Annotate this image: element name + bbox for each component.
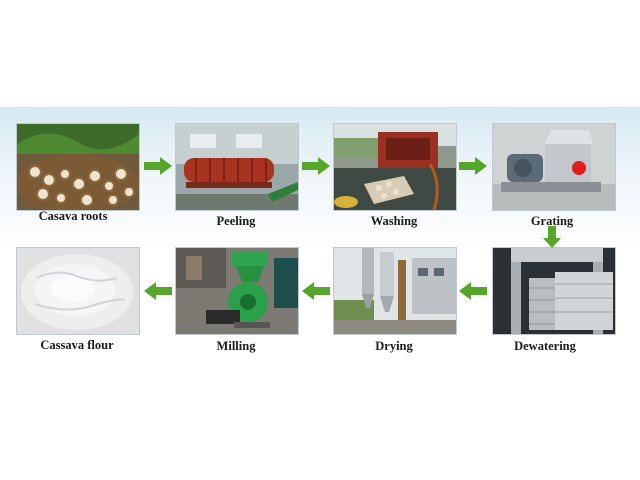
grating-photo <box>492 123 616 211</box>
step-label-peeling: Peeling <box>166 214 306 229</box>
arrow-left-icon <box>302 282 330 300</box>
dewatering-photo <box>492 247 616 335</box>
arrow-right-icon <box>459 157 487 175</box>
step-label-milling: Milling <box>166 339 306 354</box>
milling-photo <box>175 247 299 335</box>
step-label-cassava-flour: Cassava flour <box>7 338 147 353</box>
step-label-drying: Drying <box>324 339 464 354</box>
arrow-left-icon <box>144 282 172 300</box>
peeling-photo <box>175 123 299 211</box>
drying-photo <box>333 247 457 335</box>
step-label-washing: Washing <box>324 214 464 229</box>
arrow-left-icon <box>459 282 487 300</box>
arrow-down-icon <box>543 226 561 248</box>
casava-roots-photo <box>16 123 140 211</box>
cassava-flour-photo <box>16 247 140 335</box>
step-label-dewatering: Dewatering <box>475 339 615 354</box>
arrow-right-icon <box>302 157 330 175</box>
washing-photo <box>333 123 457 211</box>
arrow-right-icon <box>144 157 172 175</box>
step-label-casava-roots: Casava roots <box>3 209 143 224</box>
